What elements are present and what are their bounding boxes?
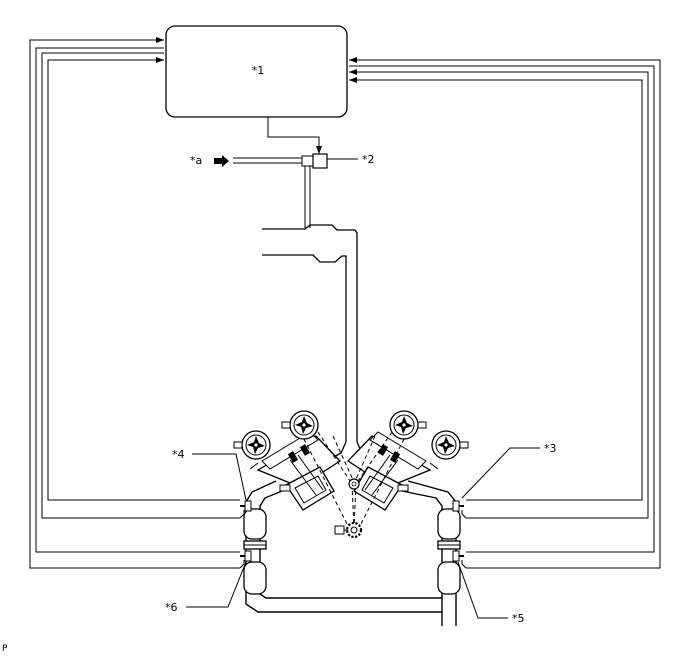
sensor-3-label: *3 [544,442,557,455]
left-exhaust-inner [259,490,442,599]
left-upper-catalyst [243,508,267,540]
sensor-6-label: *6 [165,601,178,614]
wire-right-1 [349,57,661,569]
right-upper-catalyst [437,508,461,540]
ecm-box [165,25,348,118]
sensor-3-probe [452,500,464,512]
wire-left-2 [35,47,240,553]
intake-upper-wall [262,224,358,442]
wire-right-4 [349,77,643,501]
sensor-4-probe [240,500,252,512]
sensor-2-body [301,155,315,167]
left-outer-cam-pulley [233,430,271,460]
timing-chain [303,431,405,529]
right-cylinder-bank [346,431,439,511]
left-lower-catalyst [243,561,267,595]
right-exhaust-outer [407,480,457,626]
sensor-2-head [312,153,328,169]
wire-right-2 [349,65,655,553]
air-inlet-label: *a [190,154,202,167]
crankshaft-sprocket [334,521,363,539]
air-inlet-arrow [214,155,229,167]
right-lower-catalyst [437,561,461,595]
wire-left-4 [47,57,240,501]
left-inner-cam-pulley [281,410,319,440]
sensor-6-probe [240,550,252,562]
ecm-to-maf-wire [267,117,322,154]
sensor-5-label: *5 [512,612,525,625]
sensor-5-probe [452,550,464,562]
sensor-2-label: *2 [362,153,375,166]
left-cylinder-bank [249,431,342,511]
sensor-4-label: *4 [172,448,185,461]
wire-right-3 [349,69,649,519]
ecm-label: *1 [252,64,265,77]
intake-lower-wall [262,254,347,442]
wire-left-3 [41,52,240,519]
right-exhaust-inner [401,490,443,626]
left-exhaust-outer [245,480,442,613]
right-outer-cam-pulley [431,430,469,460]
wire-left-1 [29,37,240,569]
footer-code: P [2,644,8,654]
right-inner-cam-pulley [389,410,427,440]
